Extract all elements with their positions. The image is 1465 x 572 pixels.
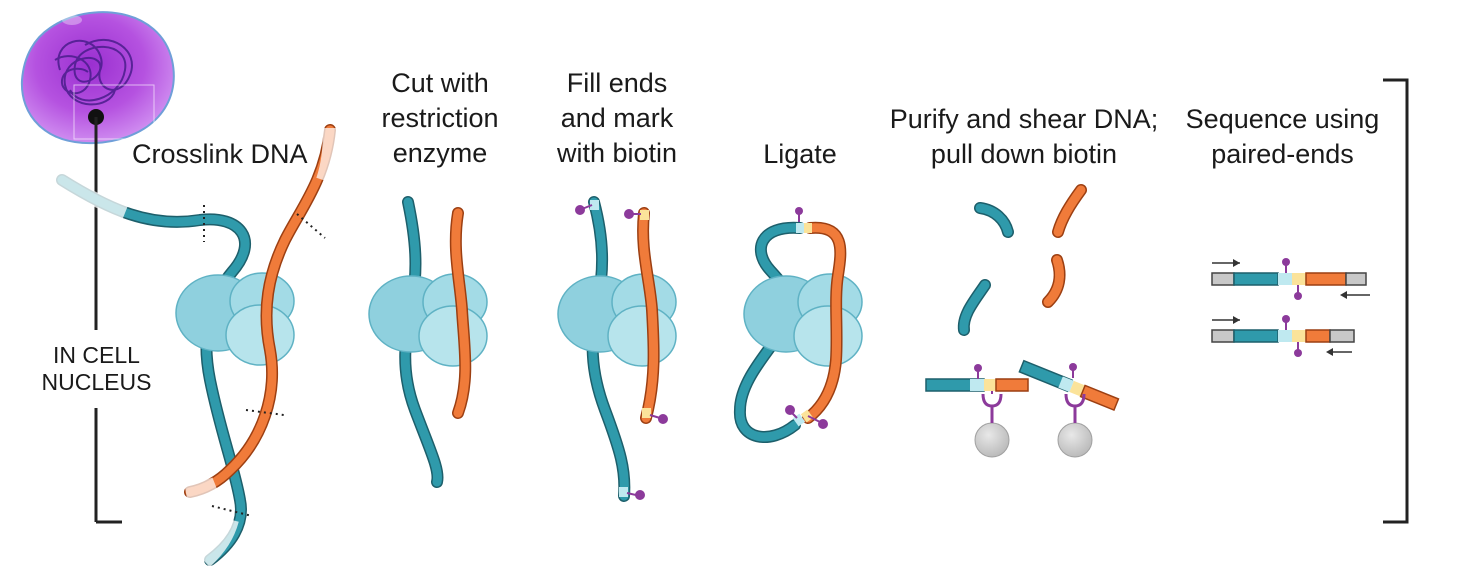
nucleus-label: IN CELL NUCLEUS xyxy=(34,342,159,396)
step-label-line: restriction xyxy=(381,103,499,133)
step-label-crosslink: Crosslink DNA xyxy=(132,137,308,172)
cell-nucleus-icon xyxy=(20,11,175,145)
step-label-ligate: Ligate xyxy=(760,137,840,172)
step-label-line: and mark xyxy=(560,103,674,133)
step-label-purify: Purify and shear DNA; pull down biotin xyxy=(884,102,1164,172)
step-label-sequence: Sequence using paired-ends xyxy=(1180,102,1385,172)
step-label-line: enzyme xyxy=(392,138,488,168)
step-label-cut: Cut with restriction enzyme xyxy=(380,66,500,171)
step-label-line: pull down biotin xyxy=(930,139,1118,169)
nucleus-label-line: IN CELL xyxy=(53,342,140,368)
step-label-line: Purify and shear DNA; xyxy=(889,104,1159,134)
ligate-illustration xyxy=(734,206,863,443)
step-label-line: Cut with xyxy=(391,68,489,98)
fill-ends-illustration xyxy=(557,196,677,502)
step-label-line: with biotin xyxy=(556,138,678,168)
right-bracket xyxy=(1383,78,1409,524)
nucleus-label-line: NUCLEUS xyxy=(41,369,152,395)
purify-shear-illustration xyxy=(925,184,1120,459)
left-bracket xyxy=(94,117,122,524)
step-label-line: paired-ends xyxy=(1211,139,1354,169)
step-label-line: Crosslink DNA xyxy=(132,139,308,169)
paired-end-reads-illustration xyxy=(1211,257,1370,358)
step-label-line: Sequence using xyxy=(1185,104,1380,134)
cut-illustration xyxy=(368,196,488,488)
crosslink-dna-illustration xyxy=(51,124,337,568)
step-label-line: Fill ends xyxy=(566,68,668,98)
step-label-fill-ends: Fill ends and mark with biotin xyxy=(552,66,682,171)
step-label-line: Ligate xyxy=(763,139,837,169)
